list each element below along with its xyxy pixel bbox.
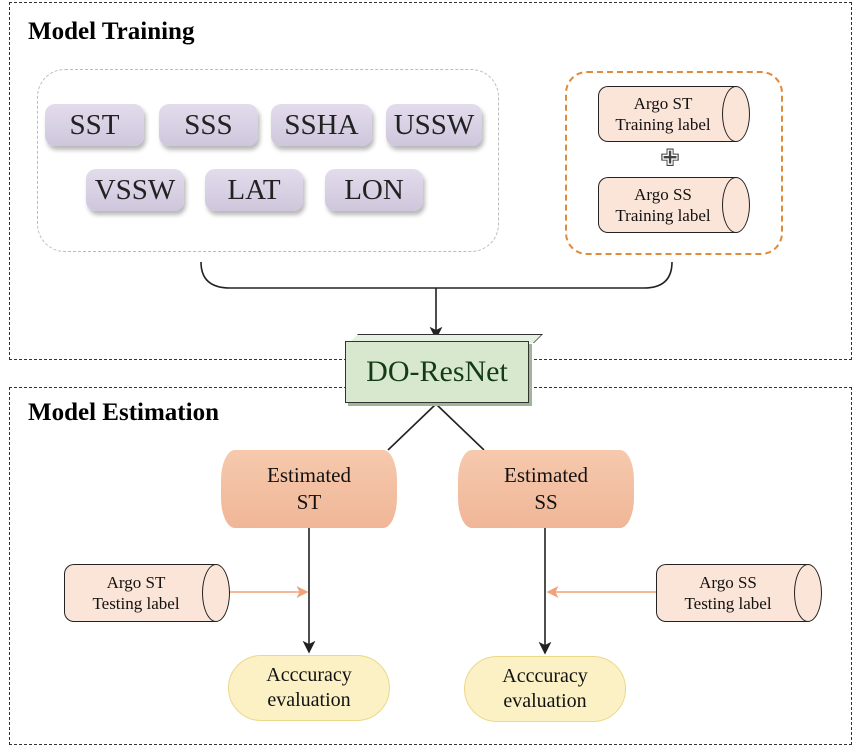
input-chip-ussw: USSW: [386, 104, 482, 146]
input-chip-sss: SSS: [159, 104, 258, 146]
argo-ss-testing-line1: Argo SS: [699, 573, 757, 592]
estimated-ss-line1: Estimated: [504, 463, 588, 487]
do-resnet-block: DO-ResNet: [345, 341, 529, 403]
plus-icon: ✙: [660, 144, 681, 172]
argo-st-testing-line2: Testing label: [92, 594, 180, 613]
argo-ss-training-label: Argo SS Training label: [598, 177, 750, 233]
input-chip-sst: SST: [45, 104, 144, 146]
argo-st-training-line2: Training label: [615, 115, 711, 134]
input-chip-lon: LON: [325, 169, 423, 211]
argo-ss-testing-label: Argo SS Testing label: [656, 564, 822, 622]
accuracy-st-line1: Acccuracy: [266, 664, 352, 686]
estimated-st-box: Estimated ST: [221, 450, 397, 528]
estimated-st-line1: Estimated: [267, 463, 351, 487]
argo-st-training-line1: Argo ST: [633, 94, 693, 113]
accuracy-st-line2: evaluation: [267, 689, 351, 711]
argo-ss-training-line2: Training label: [615, 206, 711, 225]
input-chip-lat: LAT: [205, 169, 303, 211]
accuracy-ss-line2: evaluation: [503, 690, 587, 712]
training-labels-group: [565, 71, 783, 255]
accuracy-ss-line1: Acccuracy: [502, 665, 588, 687]
accuracy-evaluation-ss: Acccuracy evaluation: [464, 656, 626, 722]
accuracy-evaluation-st: Acccuracy evaluation: [228, 655, 390, 721]
argo-ss-testing-line2: Testing label: [684, 594, 772, 613]
argo-st-testing-label: Argo ST Testing label: [64, 564, 230, 622]
model-training-title: Model Training: [28, 18, 195, 45]
estimated-ss-line2: SS: [534, 490, 558, 514]
estimated-ss-box: Estimated SS: [458, 450, 634, 528]
model-estimation-title: Model Estimation: [28, 399, 219, 426]
argo-st-training-label: Argo ST Training label: [598, 86, 750, 142]
argo-st-testing-line1: Argo ST: [106, 573, 166, 592]
estimated-st-line2: ST: [296, 490, 322, 514]
argo-ss-training-line1: Argo SS: [634, 185, 692, 204]
input-chip-vssw: VSSW: [86, 169, 184, 211]
input-features-group: [37, 69, 499, 252]
input-chip-ssha: SSHA: [271, 104, 372, 146]
